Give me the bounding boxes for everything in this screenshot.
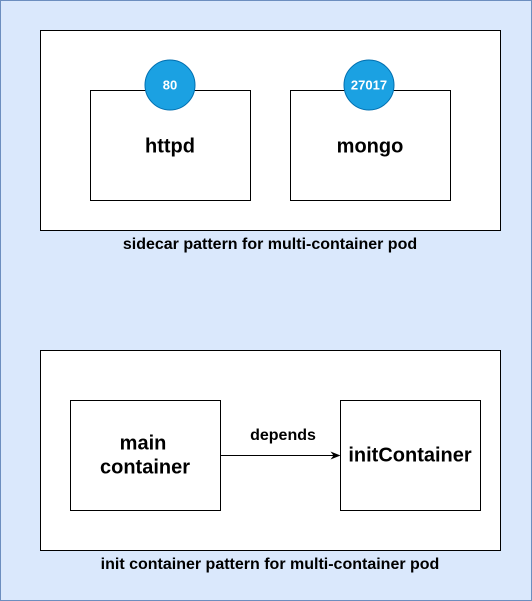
- sidecar-pattern-group: httpd 80 mongo 27017 sidecar pattern for…: [40, 30, 501, 253]
- main-container-box[interactable]: [70, 400, 221, 511]
- mongo-port-label: 27017: [351, 77, 387, 92]
- httpd-port-label: 80: [163, 77, 177, 92]
- init-pattern-group: main container depends initContainer ini…: [40, 350, 501, 573]
- init-container-label: initContainer: [348, 444, 472, 466]
- httpd-port-badge[interactable]: 80: [144, 59, 196, 111]
- mongo-port-circle[interactable]: [343, 59, 395, 111]
- httpd-port-circle[interactable]: [144, 59, 196, 111]
- main-container[interactable]: main container: [70, 400, 221, 511]
- main-container-label-line2: container: [100, 456, 190, 478]
- depends-edge[interactable]: depends: [220, 427, 341, 460]
- init-pattern-caption: init container pattern for multi-contain…: [101, 556, 440, 573]
- init-container-box[interactable]: [340, 400, 481, 511]
- sidecar-pattern-caption: sidecar pattern for multi-container pod: [123, 236, 417, 253]
- depends-edge-label: depends: [250, 427, 316, 444]
- httpd-container-label: httpd: [145, 135, 195, 157]
- mongo-port-badge[interactable]: 27017: [343, 59, 395, 111]
- init-container[interactable]: initContainer: [340, 400, 481, 511]
- mongo-container-label: mongo: [337, 135, 404, 157]
- main-container-label-line1: main: [120, 432, 167, 454]
